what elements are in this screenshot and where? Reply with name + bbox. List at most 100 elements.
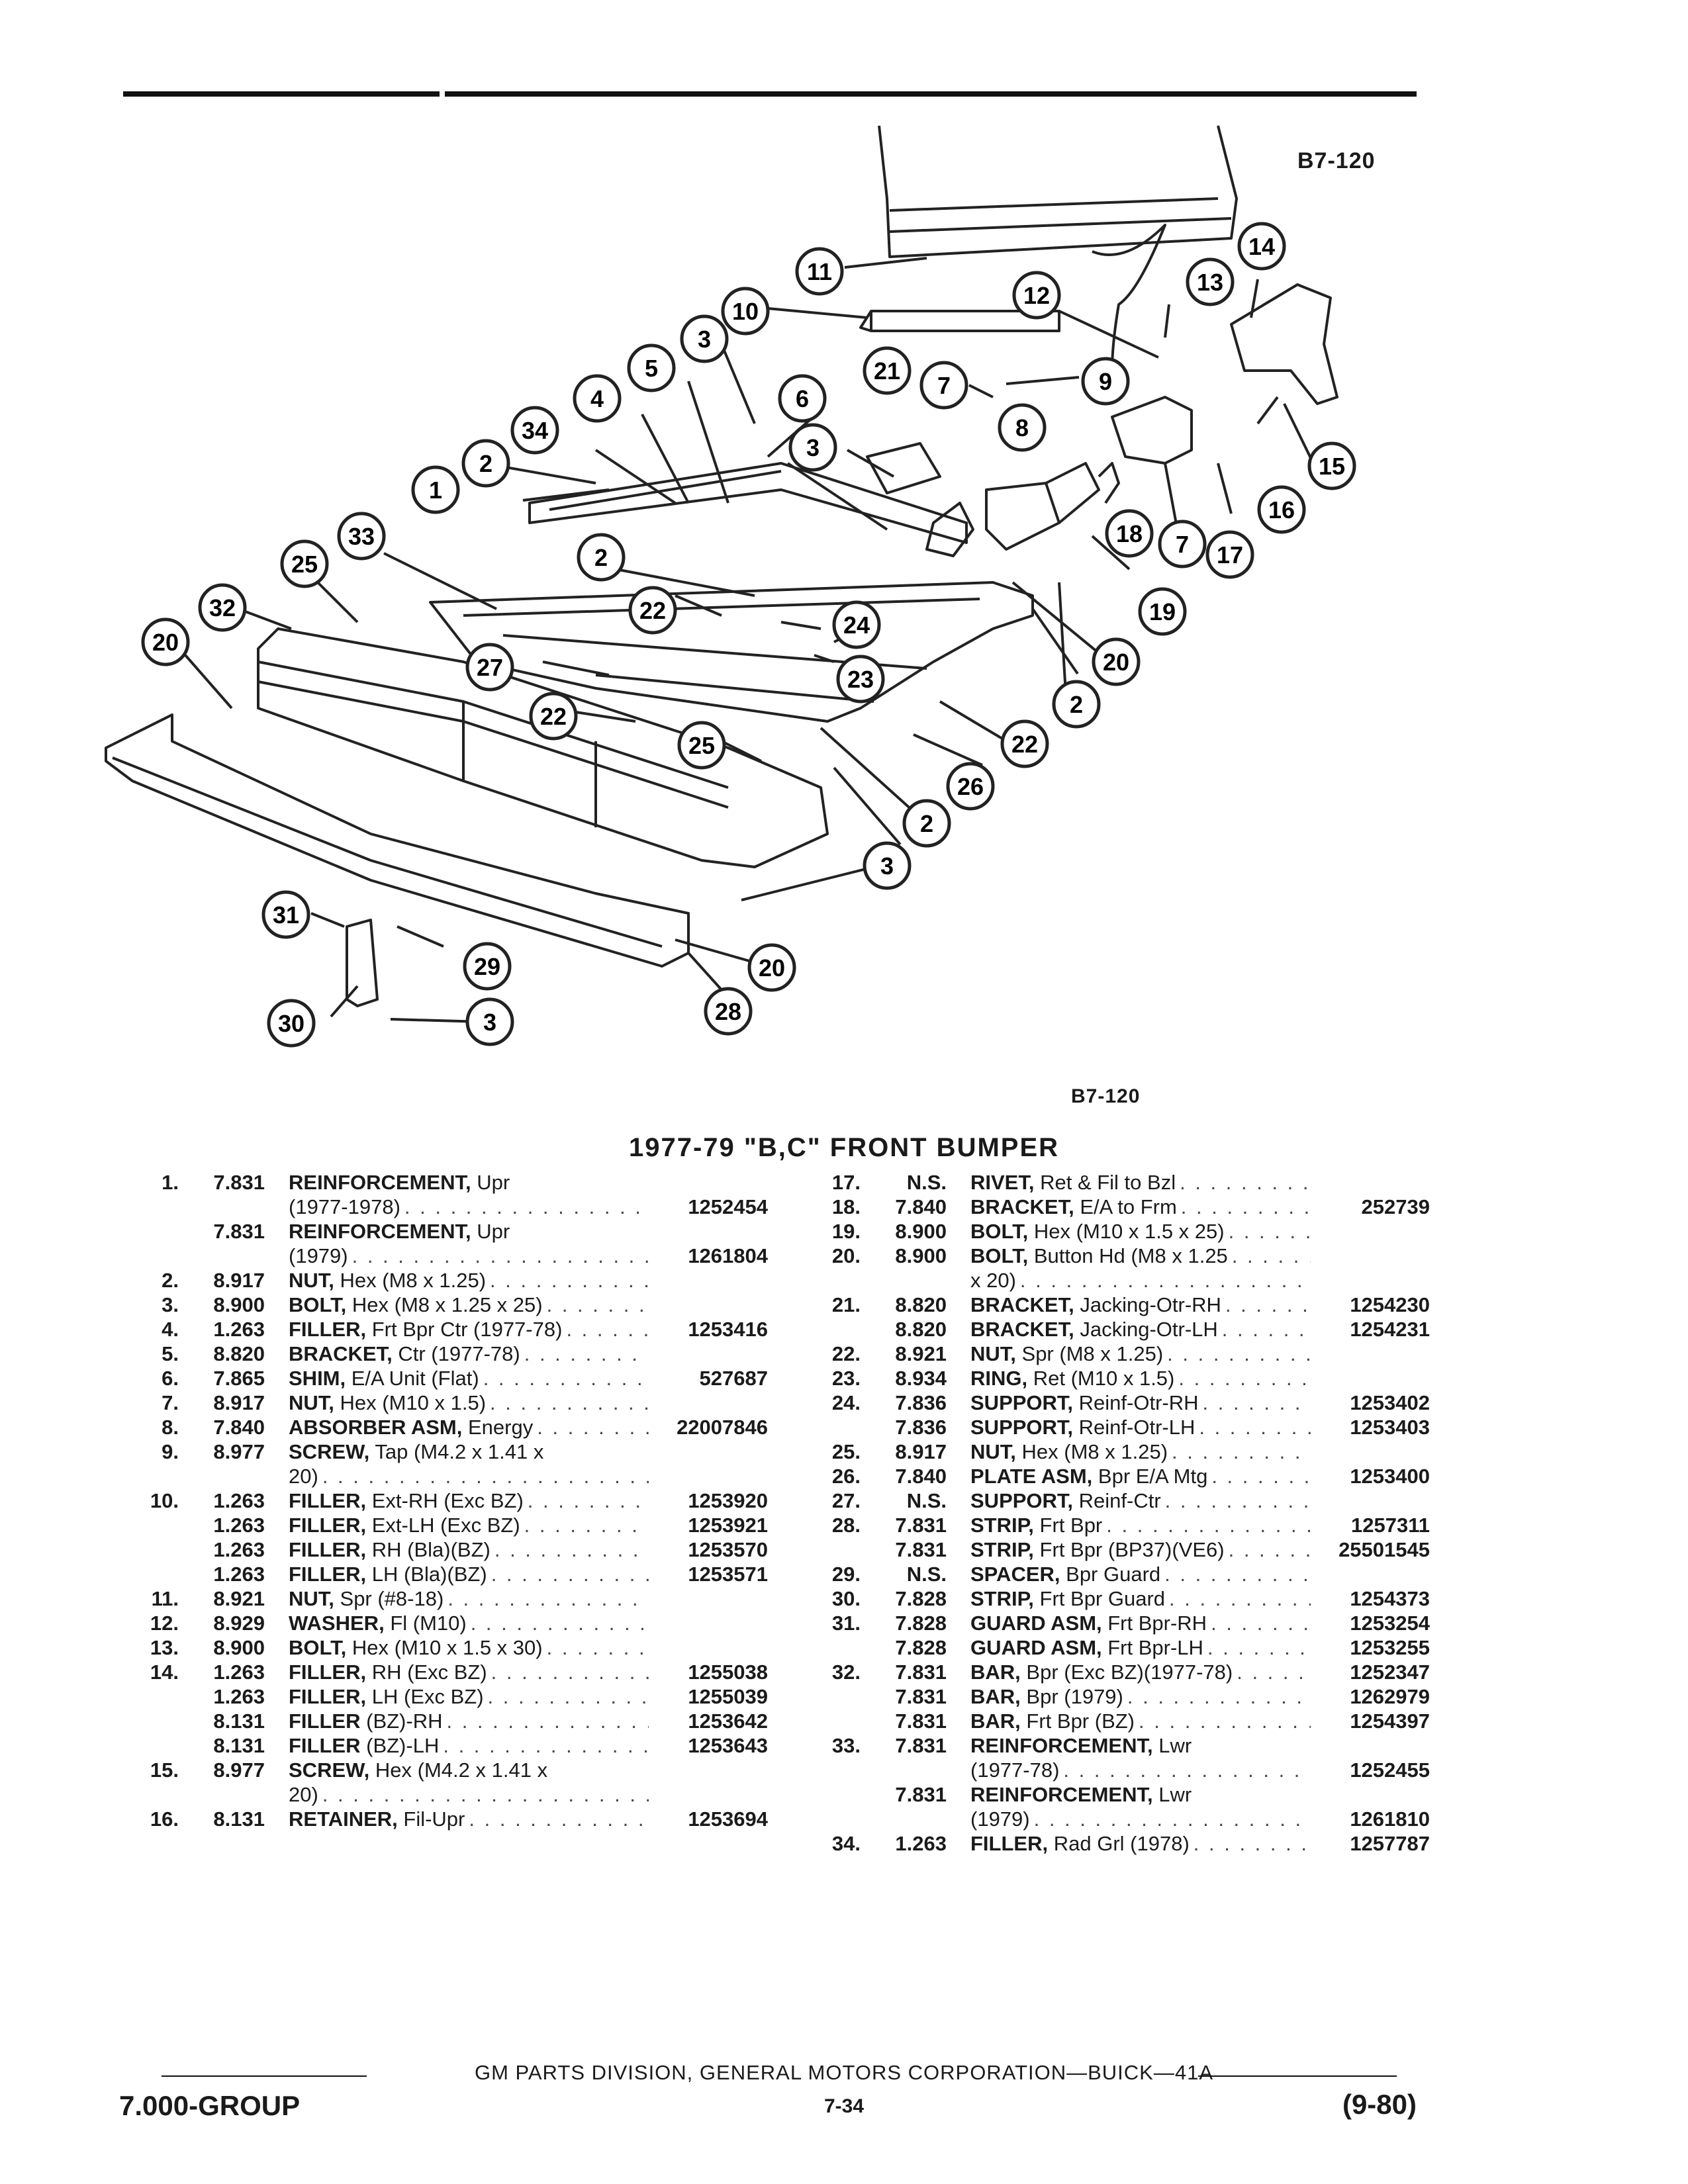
group-number: 8.131 — [213, 1807, 265, 1831]
dot-leader — [465, 1807, 649, 1831]
dot-leader — [1030, 1807, 1311, 1831]
item-number: 3. — [162, 1293, 179, 1316]
dot-leader — [1059, 1758, 1311, 1782]
dot-leader — [1161, 1488, 1311, 1513]
callout-27: 27 — [465, 643, 514, 692]
part-detail: Hex (M8 x 1.25) — [340, 1269, 487, 1292]
part-description: GUARD ASM, Frt Bpr-LH — [947, 1635, 1311, 1660]
callout-label: 11 — [807, 258, 832, 285]
group-number: 8.977 — [213, 1758, 265, 1782]
dot-leader — [487, 1660, 649, 1684]
part-detail: Jacking-Otr-LH — [1080, 1318, 1218, 1341]
part-detail: Frt Bpr (BZ) — [1026, 1709, 1135, 1733]
dot-leader — [520, 1342, 649, 1366]
group-number: 7.831 — [213, 1220, 265, 1243]
dot-leader — [479, 1366, 649, 1390]
group-number: 7.831 — [895, 1685, 947, 1708]
item-number: 9. — [162, 1440, 179, 1463]
part-detail: Hex (M10 x 1.5) — [340, 1391, 487, 1414]
group-number: 8.934 — [895, 1367, 947, 1390]
part-detail: Frt Bpr Ctr (1977-78) — [371, 1318, 563, 1341]
part-description: BAR, Frt Bpr (BZ) — [947, 1709, 1311, 1733]
part-detail: Hex (M10 x 1.5 x 30) — [352, 1636, 543, 1659]
group-number: 7.836 — [895, 1416, 947, 1439]
item-number: 2. — [162, 1269, 179, 1292]
part-description: FILLER, Rad Grl (1978) — [947, 1831, 1311, 1856]
part-detail: Upr — [477, 1171, 510, 1194]
part-description: BRACKET, Jacking-Otr-RH — [947, 1293, 1311, 1317]
callout-21: 21 — [863, 346, 912, 395]
part-detail: RH (Exc BZ) — [371, 1661, 487, 1684]
item-number: 13. — [150, 1636, 179, 1659]
part-name: BOLT, — [289, 1293, 347, 1316]
dot-leader — [1177, 1195, 1311, 1219]
parts-row: (1979)1261810 — [794, 1807, 1430, 1831]
callout-25: 25 — [280, 539, 329, 588]
part-description: STRIP, Frt Bpr Guard — [947, 1586, 1311, 1611]
part-description: BAR, Bpr (Exc BZ)(1977-78) — [947, 1660, 1311, 1684]
dot-leader — [400, 1195, 649, 1219]
dot-leader — [543, 1293, 649, 1317]
part-number: 1253255 — [1350, 1636, 1430, 1659]
part-detail: Jacking-Otr-RH — [1080, 1293, 1221, 1316]
group-number: 8.921 — [895, 1342, 947, 1365]
callout-10: 10 — [721, 287, 770, 336]
part-description: RETAINER, Fil-Upr — [265, 1807, 649, 1831]
part-name: REINFORCEMENT, — [289, 1220, 471, 1243]
group-number: 7.831 — [895, 1734, 947, 1757]
part-detail: Lwr — [1158, 1783, 1192, 1806]
callout-7b: 7 — [1158, 520, 1207, 569]
part-description: BRACKET, Jacking-Otr-LH — [947, 1317, 1311, 1342]
dot-leader — [486, 1268, 649, 1293]
item-number: 1. — [162, 1171, 179, 1194]
item-number: 17. — [831, 1171, 861, 1194]
callout-label: 23 — [847, 666, 874, 693]
dot-leader — [444, 1586, 649, 1611]
part-number: 1253571 — [688, 1563, 768, 1586]
part-detail: Energy — [468, 1416, 534, 1439]
group-number: 1.263 — [895, 1832, 947, 1855]
callout-30: 30 — [267, 999, 316, 1048]
part-number: 1257787 — [1350, 1832, 1430, 1855]
diagram-code-top: B7-120 — [1297, 148, 1376, 173]
callout-label: 4 — [590, 385, 604, 412]
part-name: BAR, — [970, 1685, 1021, 1708]
group-number: 8.900 — [895, 1244, 947, 1267]
callout-label: 30 — [278, 1010, 305, 1037]
dot-leader — [318, 1782, 649, 1807]
callout-label: 22 — [639, 597, 666, 624]
callout-label: 12 — [1023, 282, 1050, 309]
parts-row: 29.N.S.SPACER, Bpr Guard — [794, 1562, 1430, 1586]
dot-leader — [1221, 1293, 1311, 1317]
group-number: 1.263 — [213, 1661, 265, 1684]
callout-label: 26 — [957, 773, 984, 800]
group-number: 7.840 — [895, 1195, 947, 1218]
parts-list-right: 17.N.S.RIVET, Ret & Fil to Bzl18.7.840BR… — [794, 1170, 1430, 1856]
part-detail: (1979) — [289, 1244, 348, 1267]
parts-row: (1977-78)1252455 — [794, 1758, 1430, 1782]
part-description: FILLER (BZ)-LH — [265, 1733, 649, 1758]
dot-leader — [318, 1464, 649, 1488]
group-number: 8.977 — [213, 1440, 265, 1463]
part-detail: Fil-Upr — [403, 1807, 465, 1831]
part-detail: 20) — [289, 1783, 318, 1806]
callout-label: 7 — [1176, 531, 1189, 558]
item-number: 6. — [162, 1367, 179, 1390]
part-detail: (BZ)-RH — [366, 1709, 443, 1733]
dot-leader — [1174, 1366, 1311, 1390]
dot-leader — [439, 1733, 649, 1758]
dot-leader — [510, 1170, 649, 1195]
part-name: FILLER — [289, 1734, 361, 1757]
part-name: FILLER, — [289, 1489, 367, 1512]
